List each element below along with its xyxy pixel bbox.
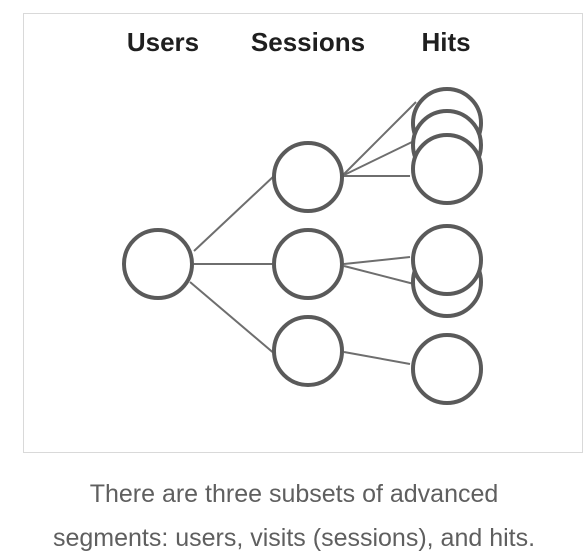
hit-node: [411, 224, 483, 296]
hit-node: [411, 333, 483, 405]
edge-session3-hit-1: [343, 351, 411, 365]
edge-session1-hit-2: [341, 141, 413, 177]
figure-caption: There are three subsets of advanced segm…: [0, 472, 588, 560]
session-node: [272, 315, 344, 387]
caption-line-1: There are three subsets of advanced: [89, 480, 499, 508]
edge-session2-hit-1: [343, 256, 411, 265]
session-node: [272, 141, 344, 213]
edge-user-session-1: [193, 174, 276, 252]
hit-node: [411, 133, 483, 205]
hierarchy-diagram: Users Sessions Hits: [122, 27, 483, 405]
session-node: [272, 228, 344, 300]
caption-line-2: segments: users, visits (sessions), and …: [52, 524, 536, 552]
edge-user-session-3: [189, 281, 277, 356]
edge-session2-hit-2: [343, 265, 415, 285]
header-sessions: Sessions: [251, 27, 365, 57]
edge-session1-hit-1: [341, 101, 417, 177]
header-hits: Hits: [421, 27, 470, 57]
diagram-figure: Users Sessions Hits: [23, 13, 583, 453]
user-node: [122, 228, 194, 300]
header-users: Users: [127, 27, 199, 57]
